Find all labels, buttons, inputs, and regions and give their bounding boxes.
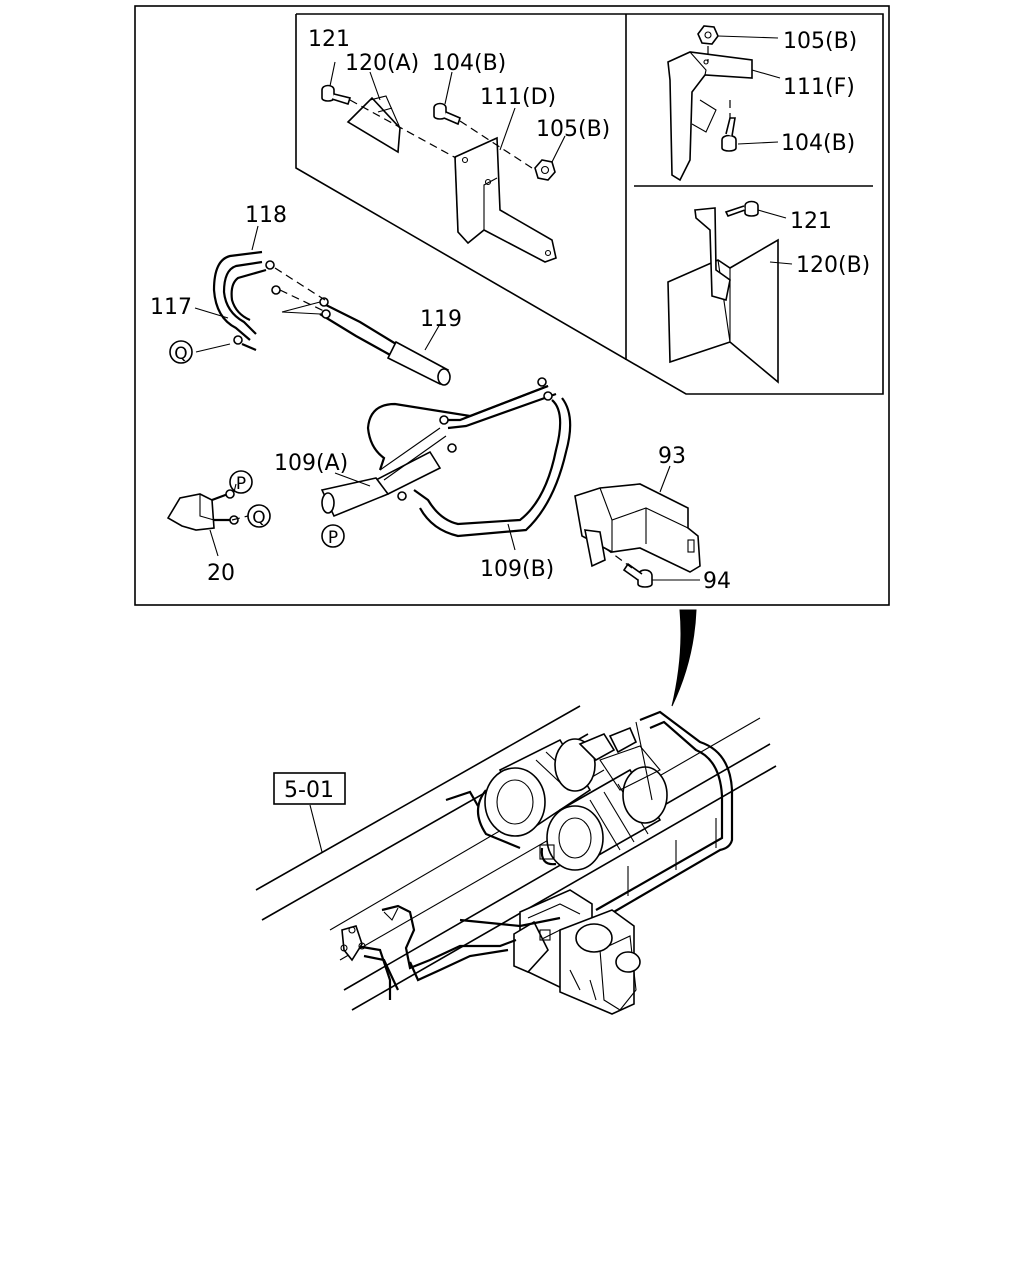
shield-120b bbox=[667, 200, 779, 384]
label-120a: 120(A) bbox=[345, 51, 419, 76]
zoom-pointer bbox=[671, 609, 697, 707]
label-111f: 111(F) bbox=[783, 75, 855, 100]
label-119: 119 bbox=[420, 307, 462, 332]
label-109a: 109(A) bbox=[274, 451, 348, 476]
bolt-94 bbox=[622, 562, 653, 588]
bolt-104b-right bbox=[721, 117, 737, 152]
reference-box: 5-01 bbox=[273, 772, 346, 853]
sensor-20 bbox=[166, 489, 239, 531]
label-109b: 109(B) bbox=[480, 557, 554, 582]
svg-text:Q: Q bbox=[252, 508, 265, 528]
dpf-canister-right bbox=[539, 766, 668, 871]
label-105b-mid: 105(B) bbox=[536, 117, 610, 142]
hose-119 bbox=[319, 297, 451, 386]
bracket-93 bbox=[574, 483, 701, 573]
pipe-loop-overview bbox=[595, 710, 734, 921]
bracket-111f bbox=[667, 51, 753, 182]
detail-frame bbox=[134, 5, 890, 606]
label-121-right: 121 bbox=[790, 209, 832, 234]
callout-p-2: P bbox=[321, 524, 345, 548]
callout-p-1: P bbox=[229, 470, 253, 494]
frame-rails bbox=[255, 705, 777, 1011]
leader-dash-1 bbox=[349, 99, 457, 159]
svg-text:P: P bbox=[236, 474, 246, 494]
bolt-121-top bbox=[321, 84, 352, 105]
label-121-top: 121 bbox=[308, 27, 350, 52]
label-120b: 120(B) bbox=[796, 253, 870, 278]
label-117: 117 bbox=[150, 295, 192, 320]
pipe-117-118 bbox=[212, 250, 281, 352]
harness-overview bbox=[340, 904, 561, 1000]
bolt-104b-top bbox=[433, 102, 461, 126]
label-94: 94 bbox=[703, 569, 731, 594]
label-105b-right: 105(B) bbox=[783, 29, 857, 54]
label-104b-top: 104(B) bbox=[432, 51, 506, 76]
nut-105b-mid bbox=[534, 159, 556, 181]
callout-q-1: Q bbox=[169, 340, 193, 364]
bracket-111d bbox=[454, 136, 557, 263]
label-111d: 111(D) bbox=[480, 85, 556, 110]
inset-frame bbox=[295, 13, 884, 395]
label-104b-right: 104(B) bbox=[781, 131, 855, 156]
clip-120a bbox=[346, 95, 401, 154]
svg-text:Q: Q bbox=[174, 344, 187, 364]
label-118: 118 bbox=[245, 203, 287, 228]
pipe-109 bbox=[320, 377, 572, 538]
svg-text:P: P bbox=[328, 528, 338, 548]
dpf-brackets bbox=[445, 726, 661, 807]
callout-q-2: Q bbox=[247, 504, 271, 528]
label-93: 93 bbox=[658, 444, 686, 469]
label-20: 20 bbox=[207, 561, 235, 586]
tank-assembly bbox=[513, 889, 641, 1015]
nut-105b-right bbox=[697, 25, 719, 45]
reference-label: 5-01 bbox=[284, 778, 334, 803]
dpf-canister-left bbox=[476, 738, 596, 850]
leader-dash-2 bbox=[459, 120, 536, 171]
